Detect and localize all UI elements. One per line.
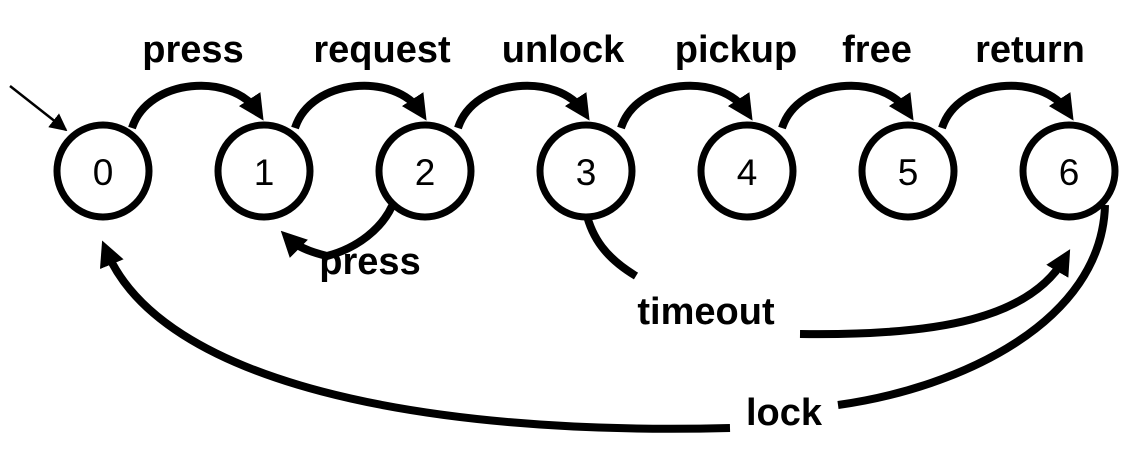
- label-return: return: [975, 29, 1085, 71]
- state-1-label: 1: [254, 152, 275, 193]
- label-pickup: pickup: [675, 29, 797, 71]
- edge-0-1: [128, 81, 264, 130]
- state-3-label: 3: [576, 152, 597, 193]
- state-2: 2: [375, 121, 475, 221]
- label-timeout: timeout: [637, 291, 775, 333]
- state-2-label: 2: [415, 152, 436, 193]
- label-request: request: [313, 29, 451, 71]
- state-6: 6: [1019, 121, 1119, 221]
- edge-2-3: [454, 81, 590, 130]
- edge-5-6: [938, 81, 1074, 130]
- label-unlock: unlock: [502, 29, 625, 71]
- label-press-2-1: press: [319, 241, 420, 283]
- initial-arrow: [9, 85, 68, 132]
- edge-4-5: [778, 81, 914, 130]
- state-5: 5: [858, 121, 958, 221]
- state-0-label: 0: [93, 152, 114, 193]
- edge-3-6-part2: [799, 249, 1071, 339]
- state-3: 3: [536, 121, 636, 221]
- edge-3-6-part1: [582, 211, 639, 280]
- state-6-label: 6: [1059, 152, 1080, 193]
- state-4-label: 4: [737, 152, 758, 193]
- edge-2-1: [280, 204, 396, 261]
- label-free: free: [842, 29, 912, 71]
- state-1: 1: [214, 121, 314, 221]
- label-lock: lock: [746, 392, 823, 434]
- edge-1-2: [291, 81, 427, 130]
- state-5-label: 5: [898, 152, 919, 193]
- state-0: 0: [53, 121, 153, 221]
- edge-3-4: [617, 81, 753, 130]
- edge-6-0-part2: [99, 240, 731, 433]
- state-4: 4: [697, 121, 797, 221]
- label-press-0-1: press: [142, 29, 243, 71]
- edge-6-0-part1: [837, 204, 1109, 409]
